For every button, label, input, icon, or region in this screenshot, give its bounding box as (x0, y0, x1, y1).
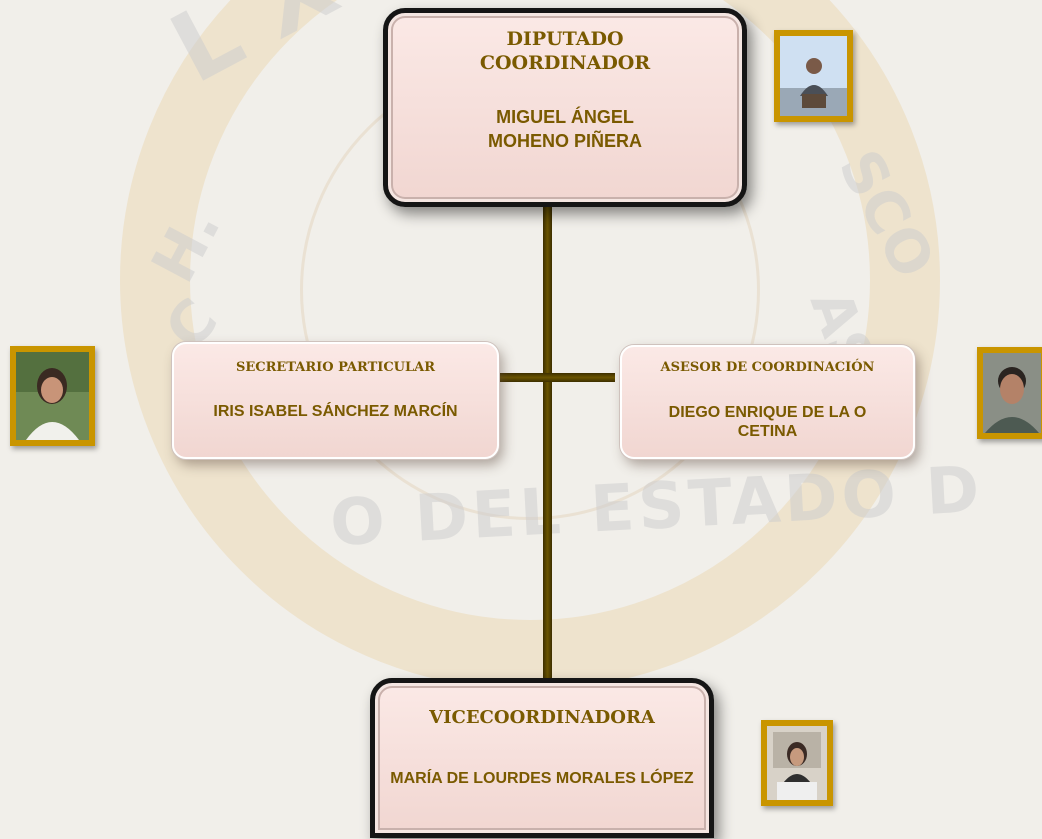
node-role: VICECOORDINADORA (429, 707, 655, 728)
vice-coordinator-node: VICECOORDINADORA MARÍA DE LOURDES MORALE… (370, 678, 714, 838)
advisor-portrait-photo (977, 347, 1042, 439)
seal-lettering: O DEL ESTADO D (328, 452, 986, 562)
vertical-connector (543, 205, 552, 685)
horizontal-connector (500, 373, 615, 382)
node-role: ASESOR DE COORDINACIÓN (660, 360, 875, 375)
coordinator-node: DIPUTADO COORDINADOR MIGUEL ÁNGEL MOHENO… (383, 8, 747, 207)
seal-lettering: L X (153, 0, 356, 106)
node-name: MIGUEL ÁNGEL MOHENO PIÑERA (487, 107, 642, 151)
node-role: SECRETARIO PARTICULAR (235, 360, 436, 375)
secretary-node: SECRETARIO PARTICULAR IRIS ISABEL SÁNCHE… (172, 342, 499, 459)
node-name: IRIS ISABEL SÁNCHEZ MARCÍN (213, 403, 458, 420)
seal-lettering: SCO (825, 139, 949, 289)
node-name: DIEGO ENRIQUE DE LA O CETINA (668, 404, 867, 440)
vice-coordinator-portrait-photo (761, 720, 833, 806)
advisor-node: ASESOR DE COORDINACIÓN DIEGO ENRIQUE DE … (620, 345, 915, 459)
coordinator-portrait-photo (774, 30, 853, 122)
secretary-portrait-photo (10, 346, 95, 446)
node-role: DIPUTADO COORDINADOR (479, 28, 651, 74)
seal-lettering: H. (138, 196, 235, 294)
node-name: MARÍA DE LOURDES MORALES LÓPEZ (390, 770, 694, 787)
